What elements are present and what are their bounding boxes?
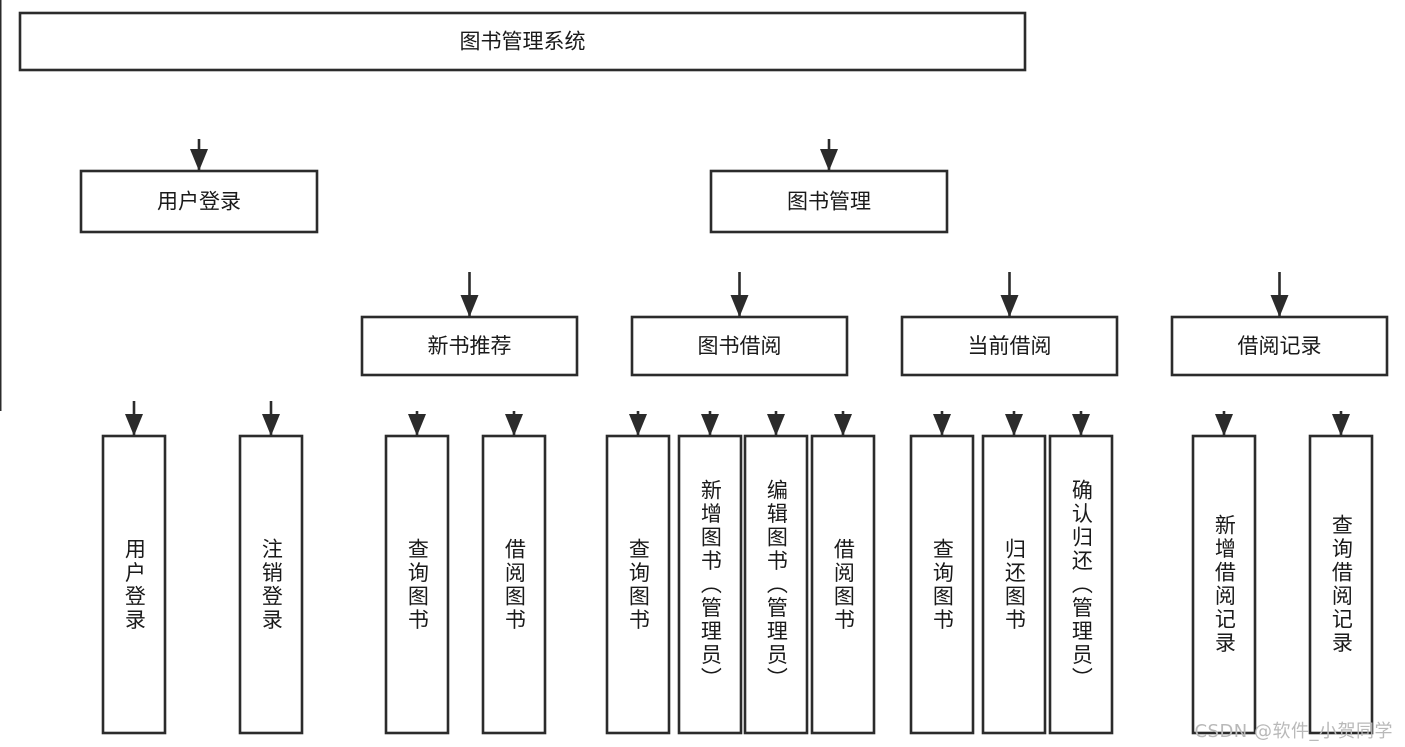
node-box-book-manage[interactable] (709, 169, 949, 234)
node-label-root: 图书管理系统 (460, 30, 586, 54)
node-label-user-login: 用户登录 (157, 190, 241, 214)
arrow-head-icon (701, 414, 719, 436)
arrow-head-icon (1332, 414, 1350, 436)
node-label-current-borrow: 当前借阅 (968, 334, 1052, 358)
node-box-new-book-recommend[interactable] (360, 315, 579, 377)
node-label-book-manage: 图书管理 (787, 190, 871, 214)
arrow-head-icon (1000, 295, 1019, 317)
arrow-head-icon (767, 414, 785, 436)
node-box-leaf-query-book-borrow[interactable] (605, 434, 671, 735)
node-box-borrow-record[interactable] (1170, 315, 1389, 377)
arrow-head-icon (190, 149, 208, 171)
arrow-head-icon (933, 414, 951, 436)
node-box-leaf-borrow-book[interactable] (810, 434, 876, 735)
node-box-leaf-add-book[interactable] (677, 434, 743, 735)
node-box-leaf-query-book-current[interactable] (909, 434, 975, 735)
node-label-new-book-recommend: 新书推荐 (428, 334, 512, 358)
arrow-head-icon (834, 414, 852, 436)
node-box-user-login[interactable] (79, 169, 319, 234)
node-box-root[interactable] (18, 11, 1027, 72)
node-box-leaf-edit-book[interactable] (743, 434, 809, 735)
arrow-head-icon (730, 295, 749, 317)
node-box-leaf-confirm-return[interactable] (1048, 434, 1114, 735)
arrow-head-icon (1215, 414, 1233, 436)
node-box-leaf-query-book-recommend[interactable] (384, 434, 450, 735)
arrow-head-icon (505, 414, 523, 436)
node-box-leaf-add-borrow-record[interactable] (1191, 434, 1257, 735)
node-box-leaf-user-login[interactable] (101, 434, 167, 735)
node-box-leaf-query-borrow-record[interactable] (1308, 434, 1374, 735)
node-box-leaf-return-book[interactable] (981, 434, 1047, 735)
node-box-leaf-borrow-book-recommend[interactable] (481, 434, 547, 735)
csdn-watermark: CSDN @软件_小贺同学 (1194, 721, 1393, 742)
arrow-head-icon (1072, 414, 1090, 436)
node-label-book-borrow: 图书借阅 (698, 334, 782, 358)
node-box-book-borrow[interactable] (630, 315, 849, 377)
node-label-borrow-record: 借阅记录 (1238, 334, 1322, 358)
arrow-head-icon (125, 414, 143, 436)
arrow-head-icon (408, 414, 426, 436)
connectors-layer (0, 0, 1350, 436)
boxes-layer (18, 11, 1389, 735)
arrow-head-icon (1270, 295, 1289, 317)
arrow-head-icon (629, 414, 647, 436)
node-box-leaf-user-logout[interactable] (238, 434, 304, 735)
node-box-current-borrow[interactable] (900, 315, 1119, 377)
arrow-head-icon (460, 295, 479, 317)
arrow-head-icon (262, 414, 280, 436)
arrow-head-icon (1005, 414, 1023, 436)
arrow-head-icon (820, 149, 838, 171)
